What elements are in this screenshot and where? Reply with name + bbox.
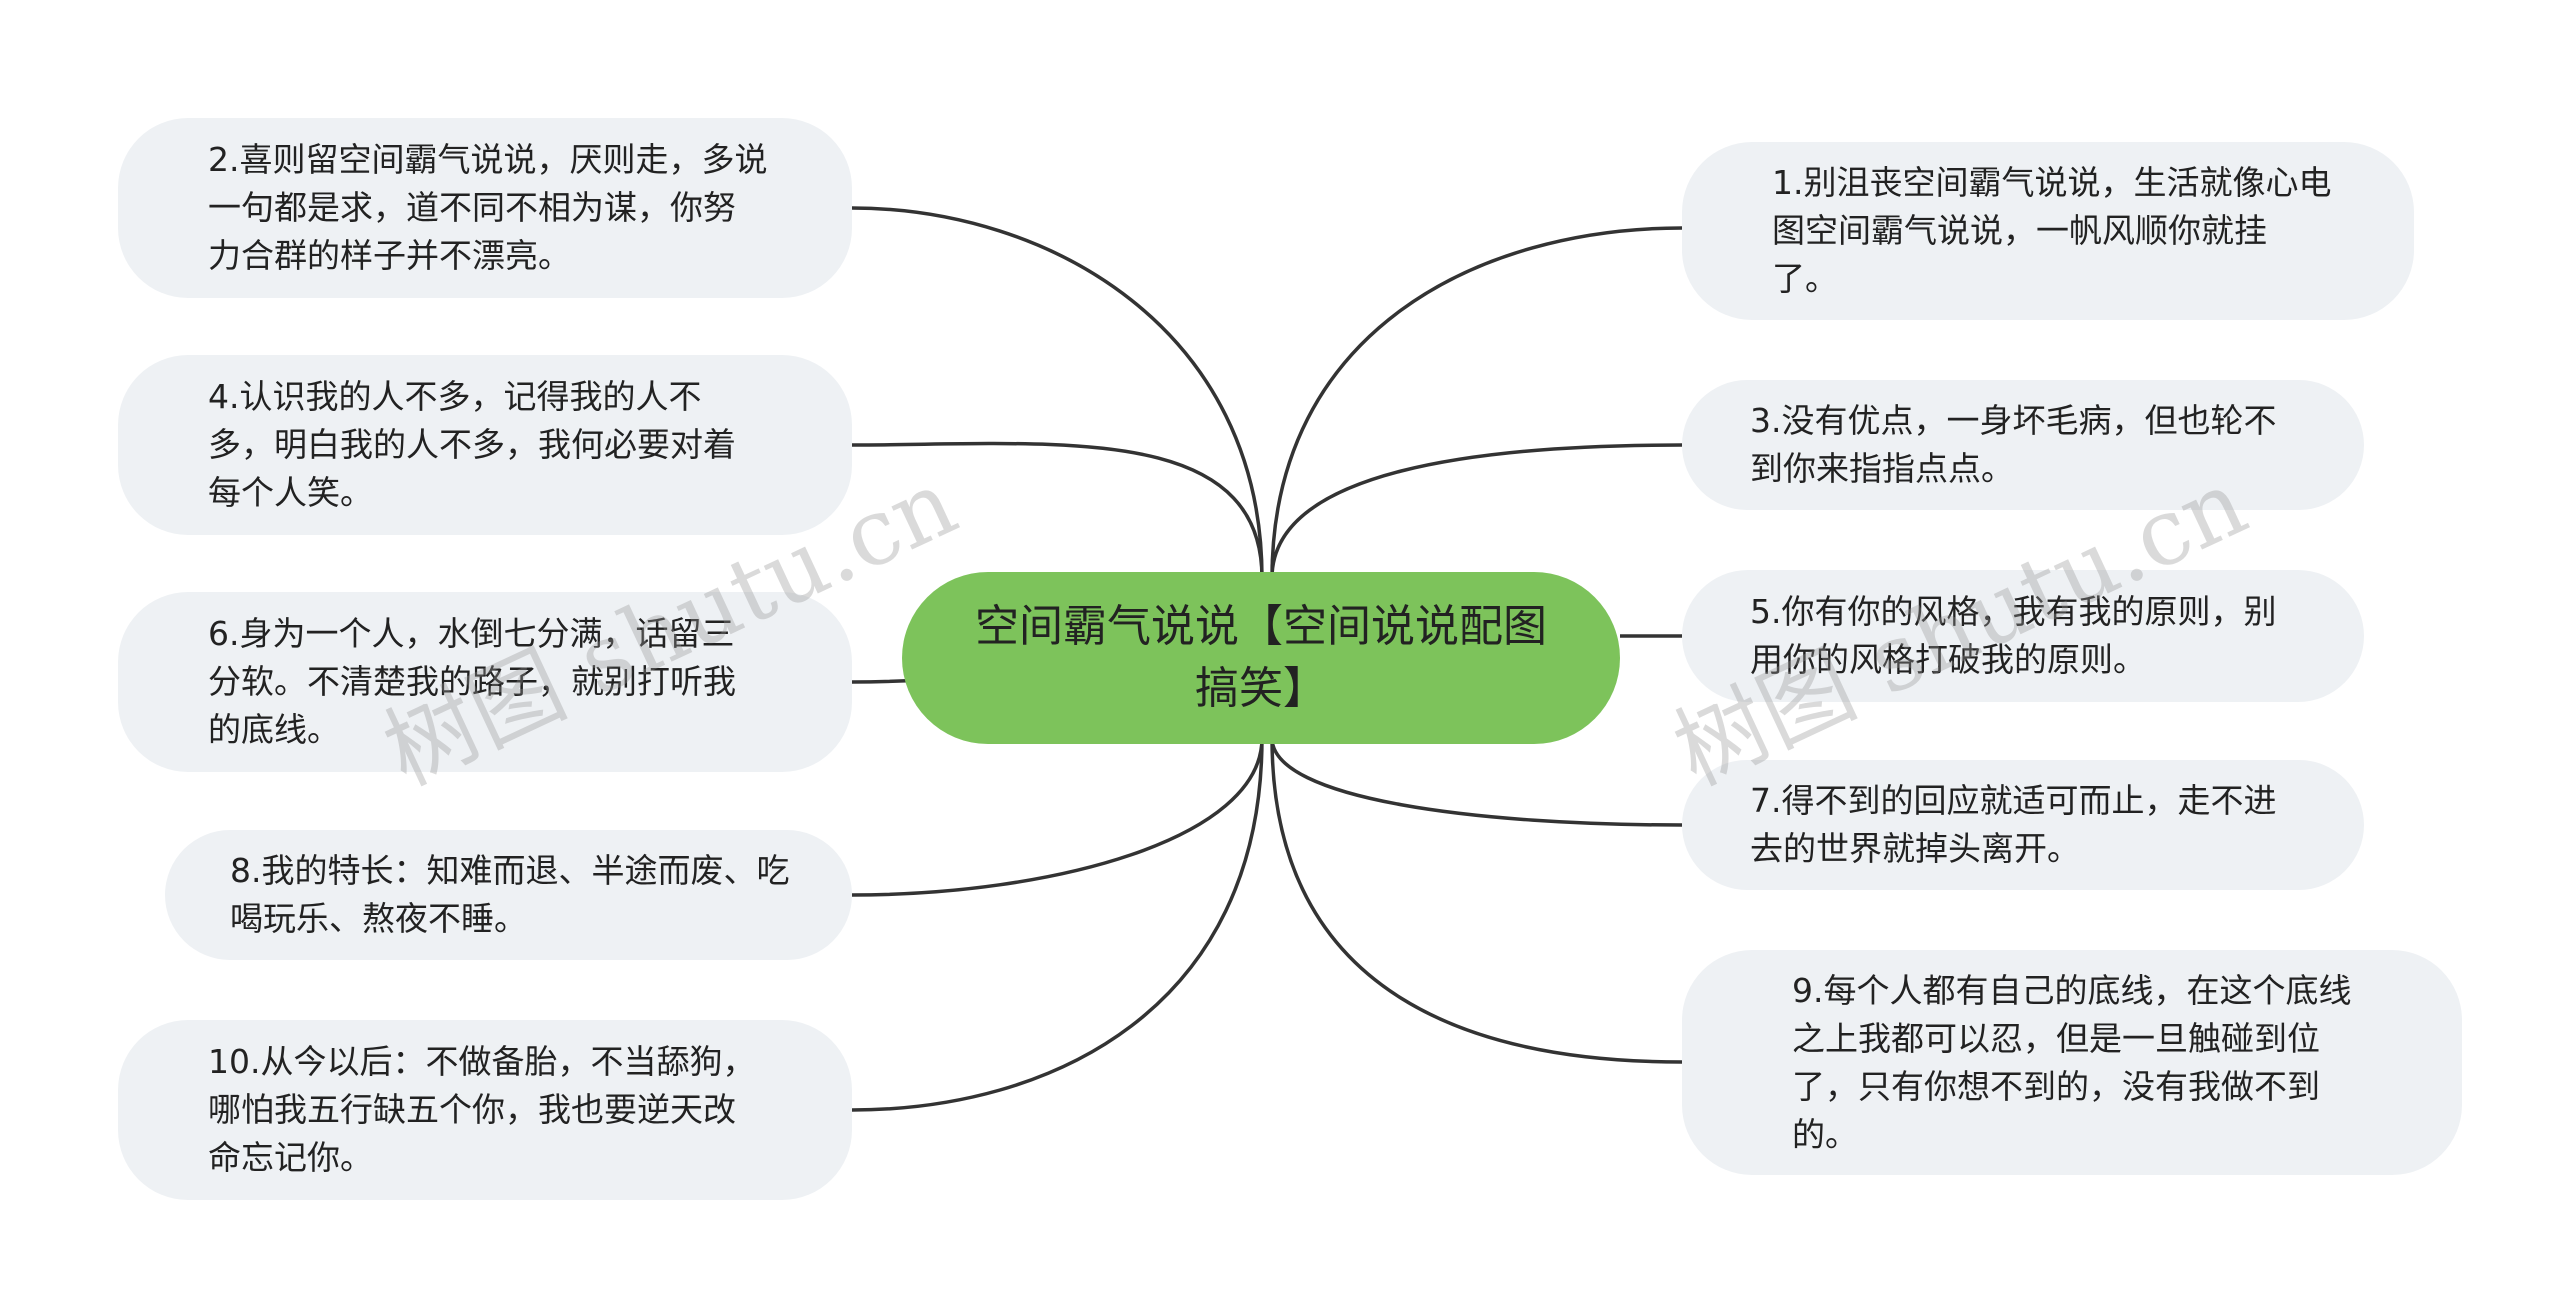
topic-text: 2.喜则留空间霸气说说，厌则走，多说一句都是求，道不同不相为谋，你努力合群的样子…	[208, 140, 768, 275]
topic-node-right-1[interactable]: 1.别沮丧空间霸气说说，生活就像心电图空间霸气说说，一帆风顺你就挂了。	[1682, 142, 2414, 320]
connector-right-2	[1270, 443, 1683, 579]
topic-text: 8.我的特长：知难而退、半途而废、吃喝玩乐、熬夜不睡。	[230, 851, 790, 938]
connector-right-5	[1270, 737, 1683, 1064]
topic-node-left-5[interactable]: 10.从今以后：不做备胎，不当舔狗，哪怕我五行缺五个你，我也要逆天改命忘记你。	[118, 1020, 852, 1200]
topic-text: 6.身为一个人，水倒七分满，话留三分软。不清楚我的路子，就别打听我的底线。	[208, 614, 736, 749]
topic-node-left-1[interactable]: 2.喜则留空间霸气说说，厌则走，多说一句都是求，道不同不相为谋，你努力合群的样子…	[118, 118, 852, 298]
topic-node-left-2[interactable]: 4.认识我的人不多，记得我的人不多，明白我的人不多，我何必要对着每个人笑。	[118, 355, 852, 535]
topic-node-right-2[interactable]: 3.没有优点，一身坏毛病，但也轮不到你来指指点点。	[1682, 380, 2364, 510]
topic-text: 3.没有优点，一身坏毛病，但也轮不到你来指指点点。	[1750, 401, 2277, 488]
topic-text: 9.每个人都有自己的底线，在这个底线之上我都可以忍，但是一旦触碰到位了，只有你想…	[1792, 970, 2352, 1154]
topic-text: 10.从今以后：不做备胎，不当舔狗，哪怕我五行缺五个你，我也要逆天改命忘记你。	[208, 1042, 756, 1177]
connector-left-1	[851, 206, 1264, 579]
topic-node-right-5[interactable]: 9.每个人都有自己的底线，在这个底线之上我都可以忍，但是一旦触碰到位了，只有你想…	[1682, 950, 2462, 1175]
topic-node-left-4[interactable]: 8.我的特长：知难而退、半途而废、吃喝玩乐、熬夜不睡。	[165, 830, 852, 960]
central-topic[interactable]: 空间霸气说说【空间说说配图搞笑】	[902, 572, 1620, 744]
topic-text: 5.你有你的风格，我有我的原则，别用你的风格打破我的原则。	[1750, 592, 2277, 679]
central-topic-title: 空间霸气说说【空间说说配图搞笑】	[975, 601, 1547, 714]
topic-text: 1.别沮丧空间霸气说说，生活就像心电图空间霸气说说，一帆风顺你就挂了。	[1772, 163, 2332, 298]
connector-right-1	[1270, 226, 1683, 579]
connector-right-4	[1270, 737, 1683, 827]
topic-text: 4.认识我的人不多，记得我的人不多，明白我的人不多，我何必要对着每个人笑。	[208, 377, 736, 512]
connector-left-5	[851, 737, 1264, 1112]
connector-left-4	[851, 737, 1264, 897]
topic-node-left-3[interactable]: 6.身为一个人，水倒七分满，话留三分软。不清楚我的路子，就别打听我的底线。	[118, 592, 852, 772]
topic-node-right-4[interactable]: 7.得不到的回应就适可而止，走不进去的世界就掉头离开。	[1682, 760, 2364, 890]
topic-text: 7.得不到的回应就适可而止，走不进去的世界就掉头离开。	[1750, 781, 2277, 868]
topic-node-right-3[interactable]: 5.你有你的风格，我有我的原则，别用你的风格打破我的原则。	[1682, 570, 2364, 702]
connector-left-2	[851, 441, 1264, 579]
